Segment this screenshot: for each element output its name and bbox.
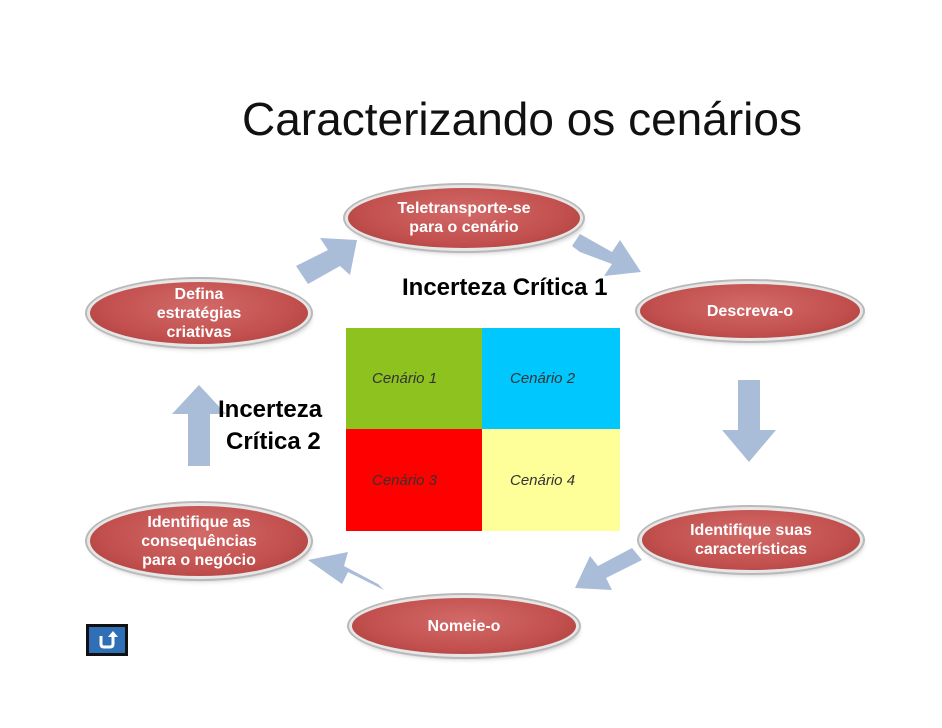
step-name: Nomeie-o <box>352 598 576 654</box>
uncertainty-2-label-line2: Crítica 2 <box>226 428 321 455</box>
uncertainty-2-label-line1: Incerteza <box>218 396 323 423</box>
step-consequences: Identifique as consequências para o negó… <box>90 506 308 576</box>
scenario-2-label: Cenário 2 <box>510 370 576 387</box>
step-name-label: Nomeie-o <box>427 617 501 635</box>
arrow-teleport-to-describe <box>572 234 641 276</box>
step-strategies-label: Defina estratégias criativas <box>156 285 242 341</box>
scenario-4-cell <box>482 429 620 531</box>
step-teleport: Teletransporte-se para o cenário <box>348 188 580 248</box>
step-describe: Descreva-o <box>640 284 860 338</box>
step-consequences-label: Identifique as consequências para o negó… <box>141 513 257 569</box>
step-strategies: Defina estratégias criativas <box>90 282 308 344</box>
scenario-3-cell <box>346 429 482 531</box>
scenario-1-label: Cenário 1 <box>372 370 438 387</box>
arrow-characteristics-to-name <box>575 548 642 590</box>
arrow-describe-to-characteristics <box>722 380 776 462</box>
arrow-strategies-to-teleport <box>296 238 357 284</box>
scenario-3-label: Cenário 3 <box>372 472 438 489</box>
step-describe-label: Descreva-o <box>706 302 794 320</box>
arrow-consequences-to-strategies <box>172 385 226 466</box>
scenario-4-label: Cenário 4 <box>510 472 576 489</box>
step-characteristics: Identifique suas características <box>642 510 860 570</box>
return-arrow-icon <box>99 631 118 649</box>
page-title: Caracterizando os cenários <box>242 93 802 145</box>
uncertainty-1-label: Incerteza Crítica 1 <box>402 274 608 301</box>
scenario-1-cell <box>346 328 482 429</box>
step-teleport-label: Teletransporte-se para o cenário <box>397 200 531 236</box>
scenario-2-cell <box>482 328 620 429</box>
arrow-name-to-consequences <box>308 552 384 590</box>
back-button[interactable] <box>86 624 128 656</box>
step-characteristics-label: Identifique suas características <box>690 522 812 558</box>
